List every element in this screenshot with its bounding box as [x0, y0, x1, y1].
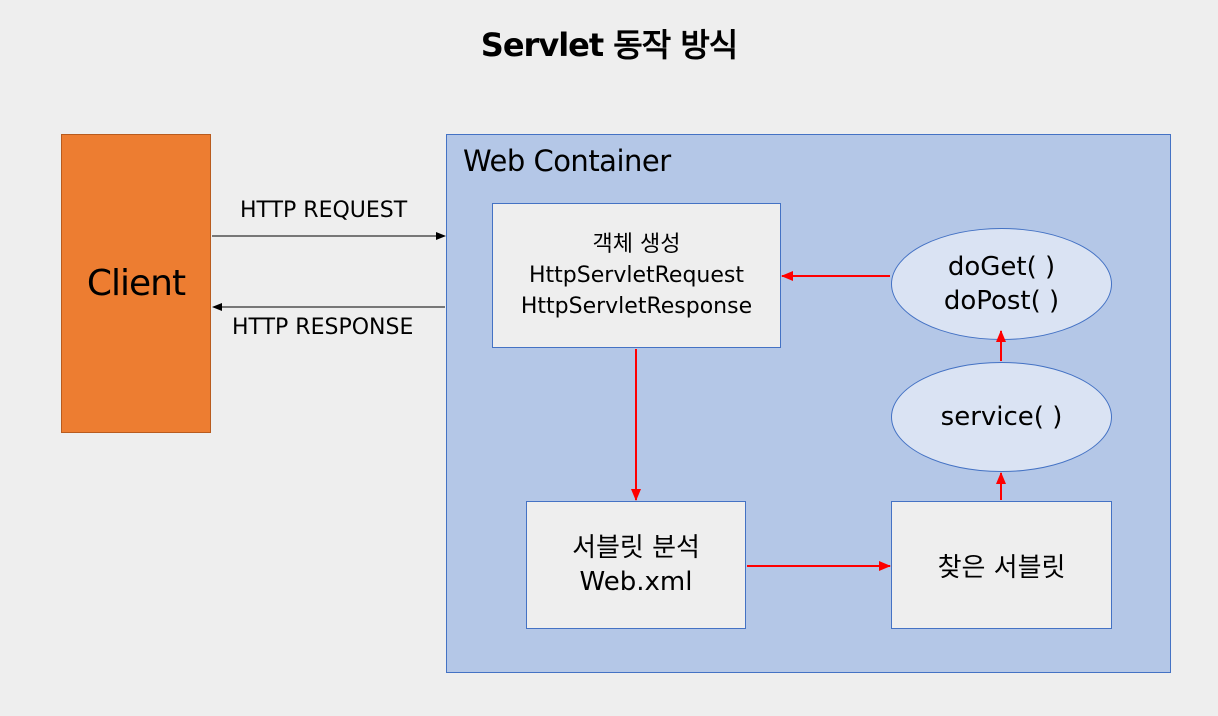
http-servlet-request-label: HttpServletRequest — [529, 263, 744, 288]
web-xml-label: Web.xml — [579, 567, 693, 597]
client-label: Client — [86, 263, 186, 304]
doget-dopost-oval: doGet( ) doPost( ) — [891, 228, 1112, 340]
found-servlet-label: 찾은 서블릿 — [937, 552, 1066, 583]
object-creation-box: 객체 생성 HttpServletRequest HttpServletResp… — [492, 203, 781, 348]
dopost-label: doPost( ) — [943, 286, 1060, 316]
service-method-oval: service( ) — [891, 362, 1112, 472]
client-box: Client — [61, 134, 211, 433]
web-container-label: Web Container — [463, 144, 671, 178]
http-servlet-response-label: HttpServletResponse — [520, 294, 753, 319]
service-method-label: service( ) — [940, 402, 1063, 432]
http-response-label: HTTP RESPONSE — [232, 315, 414, 340]
servlet-analysis-title: 서블릿 분석 — [572, 533, 700, 563]
doget-label: doGet( ) — [947, 252, 1056, 282]
object-creation-title: 객체 생성 — [592, 232, 681, 257]
servlet-analysis-box: 서블릿 분석 Web.xml — [526, 501, 746, 629]
diagram-title: Servlet 동작 방식 — [480, 26, 738, 64]
found-servlet-box: 찾은 서블릿 — [891, 501, 1112, 629]
http-request-label: HTTP REQUEST — [240, 198, 408, 223]
